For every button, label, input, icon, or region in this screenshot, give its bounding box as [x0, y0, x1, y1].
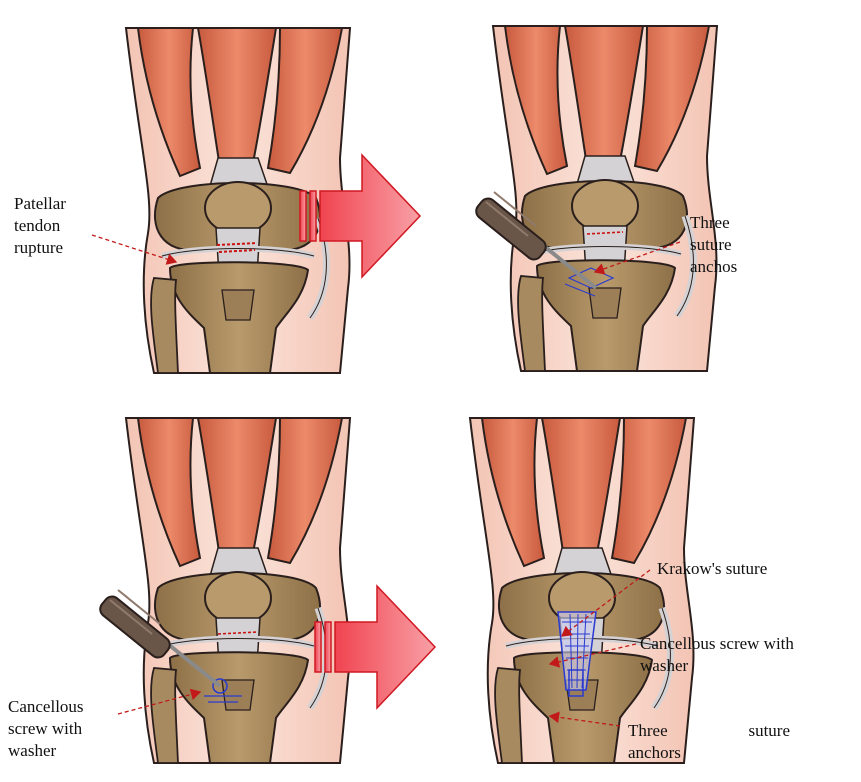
- label-anchors-word3: anchors: [628, 742, 790, 764]
- label-cancellous-left-line3: washer: [8, 740, 116, 762]
- label-anchos-line1: Three: [690, 213, 730, 232]
- label-three-anchos: Three suture anchos: [690, 212, 737, 278]
- label-anchors-word2: suture: [748, 720, 790, 742]
- label-cancellous-right: Cancellous screw with washer: [640, 633, 854, 677]
- label-patellar-line1: Patellar: [14, 194, 66, 213]
- label-cancellous-left-line1: Cancellous: [8, 696, 116, 718]
- label-patellar-line3: rupture: [14, 238, 63, 257]
- label-krakow: Krakow's suture: [657, 558, 767, 580]
- label-patellar-rupture: Patellar tendon rupture: [14, 193, 66, 259]
- label-anchos-line3: anchos: [690, 257, 737, 276]
- knee-panel-screw: [126, 418, 350, 763]
- knee-panel-final: [470, 418, 694, 763]
- knee-panel-anchors: [493, 26, 717, 371]
- label-cancellous-right-line1: Cancellous screw with: [640, 633, 854, 655]
- label-anchors-word1: Three: [628, 720, 668, 742]
- label-patellar-line2: tendon: [14, 216, 60, 235]
- label-cancellous-left-line2: screw with: [8, 718, 116, 740]
- label-cancellous-left: Cancellous screw with washer: [8, 696, 116, 762]
- label-three-anchors: Three suture anchors: [628, 720, 790, 764]
- label-anchos-line2: suture: [690, 235, 732, 254]
- label-cancellous-right-line2: washer: [640, 655, 854, 677]
